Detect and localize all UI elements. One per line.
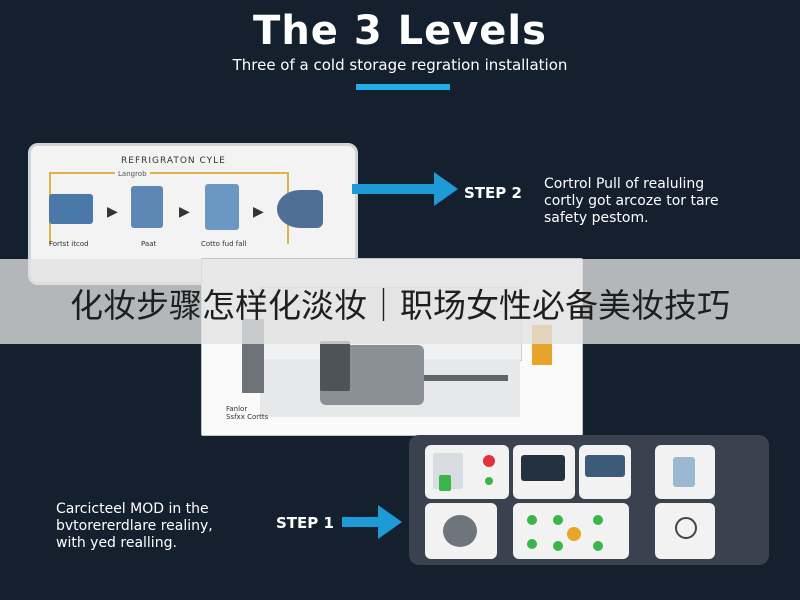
step1-description-line: bvtorererdlare realiny,: [56, 518, 213, 534]
motor-icon: [443, 515, 477, 547]
component-label: Fortst itcod: [49, 240, 89, 248]
green-dot-icon: [527, 515, 537, 525]
title-underline: [356, 84, 450, 90]
digital-display-icon: [521, 455, 565, 481]
condenser-component: [131, 186, 163, 228]
gauge-tile: [655, 503, 715, 559]
control-box: [320, 341, 350, 391]
evaporator-component: [205, 184, 239, 230]
green-dot-icon: [527, 539, 537, 549]
gauge-icon: [675, 517, 697, 539]
arrow-right-icon: ▶: [179, 204, 190, 220]
display-tile: [513, 445, 575, 499]
sensor-screen-icon: [673, 457, 695, 487]
step1-description: Carcicteel MOD in the bvtorererdlare rea…: [56, 501, 213, 552]
step2-description-line: cortly got arcoze tor tare: [544, 193, 719, 209]
green-dot-icon: [553, 515, 563, 525]
arrow-right-icon: ▶: [253, 204, 264, 220]
green-switch-icon: [439, 475, 451, 491]
cycle-top-label: Langrob: [115, 170, 150, 178]
thermostat-screen-icon: [585, 455, 625, 477]
page-subtitle: Three of a cold storage regration instal…: [232, 56, 568, 74]
step2-description-line: Cortrol Pull of realuling: [544, 176, 705, 192]
page-title: The 3 Levels: [253, 8, 547, 54]
sensor-tile: [655, 445, 715, 499]
step1-label: STEP 1: [276, 514, 334, 532]
overlay-banner-text: 化妆步骤怎样化淡妆｜职场女性必备美妆技巧: [70, 286, 730, 325]
button-array-tile: [513, 503, 629, 559]
motor-tile: [425, 503, 497, 559]
step1-arrow-icon: [342, 505, 402, 539]
green-dot-icon: [553, 541, 563, 551]
arrow-right-icon: ▶: [107, 204, 118, 220]
component-label: Paat: [141, 240, 157, 248]
red-button-icon: [483, 455, 495, 467]
green-dot-icon: [593, 541, 603, 551]
room-caption-line: Ssfxx Cortts: [226, 413, 269, 421]
step1-description-line: Carcicteel MOD in the: [56, 501, 209, 517]
room-caption: Fanlor Ssfxx Cortts: [226, 405, 268, 421]
compressor-component: [49, 194, 93, 224]
control-panel-grid: [409, 435, 769, 565]
step2-arrow-icon: [352, 172, 458, 206]
thermostat-tile: [579, 445, 631, 499]
refrigerant-pipe: [424, 375, 508, 381]
fan-unit-component: [277, 190, 323, 228]
overlay-banner: [0, 259, 800, 344]
cycle-title: REFRIGRATON CYLE: [121, 156, 226, 166]
green-dot-icon: [593, 515, 603, 525]
step2-description: Cortrol Pull of realuling cortly got arc…: [544, 176, 719, 227]
step2-description-line: safety pestom.: [544, 210, 649, 226]
step1-description-line: with yed realling.: [56, 535, 177, 551]
step2-label: STEP 2: [464, 184, 522, 202]
switch-tile: [425, 445, 509, 499]
orange-knob-icon: [567, 527, 581, 541]
green-light-icon: [485, 477, 493, 485]
component-label: Cotto fud fall: [201, 240, 247, 248]
room-caption-line: Fanlor: [226, 405, 248, 413]
